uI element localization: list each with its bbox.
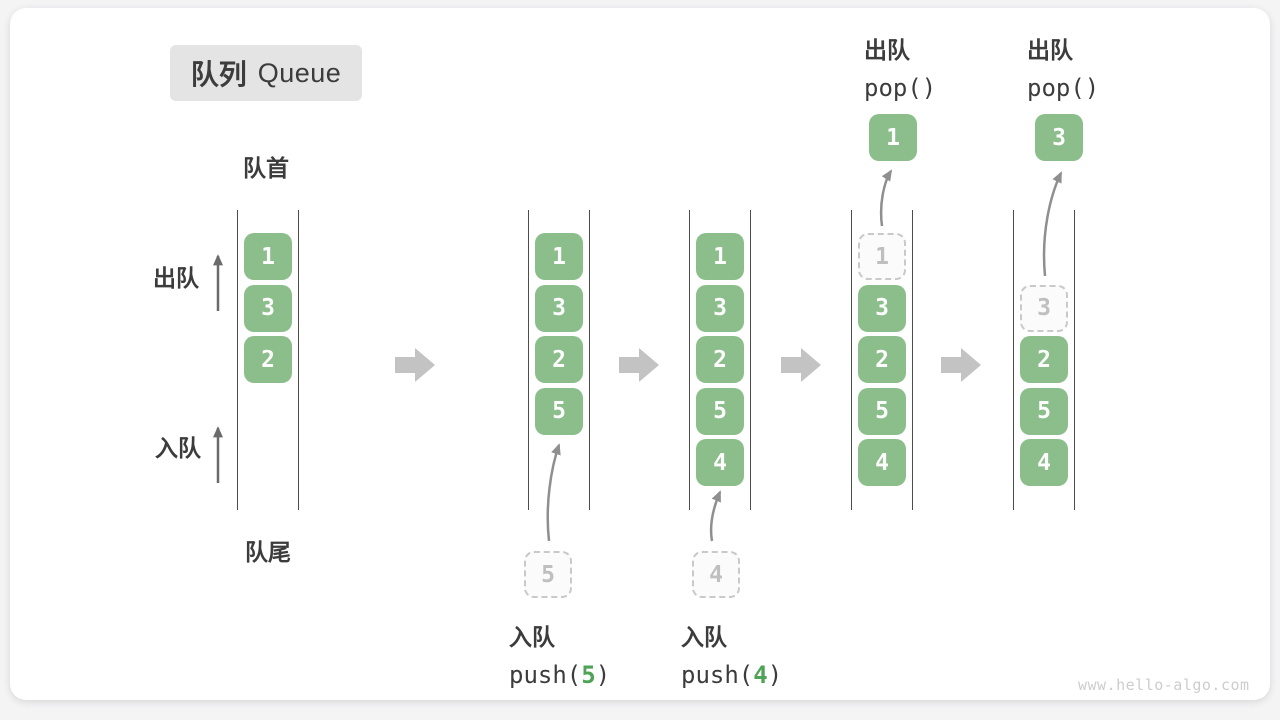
pop1-caption: 出队 pop() — [864, 31, 936, 102]
push5-caption: 入队 push(5) — [509, 618, 610, 689]
push4-caption: 入队 push(4) — [681, 618, 782, 689]
queue-cell: 2 — [1020, 336, 1068, 383]
title-zh: 队列 — [190, 59, 247, 90]
pop1-caption-name: 出队 — [864, 37, 910, 63]
push5-caption-code: push(5) — [509, 661, 610, 689]
cell-value: 1 — [261, 243, 275, 270]
queue-cell: 4 — [858, 439, 906, 486]
queue-column-after-pop-3 — [1013, 210, 1075, 510]
cell-value: 2 — [1037, 346, 1051, 373]
queue-cell: 1 — [535, 233, 583, 280]
push5-close: ) — [595, 661, 611, 689]
cell-value: 5 — [552, 398, 566, 424]
cell-value: 3 — [875, 295, 889, 321]
queue-rear-label: 队尾 — [245, 539, 291, 565]
queue-cell: 5 — [535, 387, 583, 435]
cell-value: 4 — [875, 449, 889, 476]
dequeue-side-label: 出队 — [153, 265, 199, 291]
push5-fn: push( — [509, 661, 582, 689]
cell-value: 2 — [713, 346, 727, 373]
staged-value-box: 5 — [524, 551, 572, 598]
push4-caption-name: 入队 — [681, 624, 727, 650]
queue-cell-ghost: 1 — [858, 233, 906, 280]
step-arrow-icon-2 — [619, 348, 659, 382]
staged-value: 5 — [541, 561, 555, 588]
push5-arg: 5 — [581, 661, 596, 689]
cell-value: 5 — [713, 398, 727, 424]
cell-value: 2 — [261, 346, 275, 373]
cell-value: 4 — [713, 449, 727, 476]
queue-cell: 2 — [696, 336, 744, 383]
push4-caption-code: push(4) — [681, 661, 782, 689]
step-arrow-icon-1 — [395, 348, 435, 382]
step-arrow-icon-3 — [781, 348, 821, 382]
queue-cell: 1 — [244, 233, 292, 280]
queue-cell: 2 — [858, 336, 906, 383]
popped-value-box: 1 — [869, 114, 917, 161]
watermark: www.hello-algo.com — [1078, 676, 1250, 694]
pop1-caption-code: pop() — [864, 74, 937, 102]
queue-cell: 5 — [1020, 387, 1068, 435]
cell-value: 1 — [875, 243, 889, 270]
cell-value: 4 — [1037, 449, 1051, 476]
cell-value: 3 — [1037, 295, 1051, 321]
title-en: Queue — [257, 57, 342, 88]
queue-column-after-push-4 — [689, 210, 751, 510]
enqueue-side-label: 入队 — [155, 435, 201, 461]
popped-value: 3 — [1052, 124, 1066, 151]
popped-value-box: 3 — [1035, 114, 1083, 161]
cell-value: 2 — [875, 346, 889, 373]
queue-cell-ghost: 3 — [1020, 284, 1068, 332]
cell-value: 5 — [875, 398, 889, 424]
cell-value: 1 — [713, 243, 727, 270]
cell-value: 5 — [1037, 398, 1051, 424]
queue-cell: 5 — [696, 387, 744, 435]
queue-column-after-pop-1 — [851, 210, 913, 510]
queue-cell: 3 — [244, 284, 292, 332]
push4-fn: push( — [681, 661, 754, 689]
queue-cell: 3 — [535, 284, 583, 332]
queue-cell: 3 — [696, 284, 744, 332]
cell-value: 3 — [713, 295, 727, 321]
queue-column-after-push-5 — [528, 210, 590, 510]
push5-arrow-icon — [546, 443, 561, 542]
push5-caption-name: 入队 — [509, 624, 555, 650]
title-box: 队列 Queue — [170, 45, 362, 101]
pop2-caption-code: pop() — [1027, 74, 1100, 102]
queue-front-label: 队首 — [243, 155, 289, 181]
queue-cell: 1 — [696, 233, 744, 280]
push4-close: ) — [767, 661, 783, 689]
pop2-caption: 出队 pop() — [1027, 31, 1099, 102]
push4-arg: 4 — [753, 661, 768, 689]
step-arrow-icons — [395, 348, 981, 382]
staged-value: 4 — [709, 561, 723, 588]
cell-value: 3 — [261, 295, 275, 321]
staged-value-box: 4 — [692, 551, 740, 598]
queue-column-initial — [237, 210, 299, 510]
cell-value: 1 — [552, 243, 566, 270]
queue-cell: 5 — [858, 387, 906, 435]
pop1-arrow-icon — [879, 169, 893, 227]
queue-cell: 2 — [535, 336, 583, 383]
push4-arrow-icon — [709, 490, 722, 542]
cell-value: 2 — [552, 346, 566, 373]
queue-cell: 4 — [696, 439, 744, 486]
cell-value: 3 — [552, 295, 566, 321]
queue-cell: 3 — [858, 284, 906, 332]
popped-value: 1 — [886, 124, 900, 151]
pop3-arrow-icon — [1042, 171, 1063, 277]
queue-cell: 2 — [244, 336, 292, 383]
pop2-caption-name: 出队 — [1027, 37, 1073, 63]
queue-cell: 4 — [1020, 439, 1068, 486]
step-arrow-icon-4 — [941, 348, 981, 382]
